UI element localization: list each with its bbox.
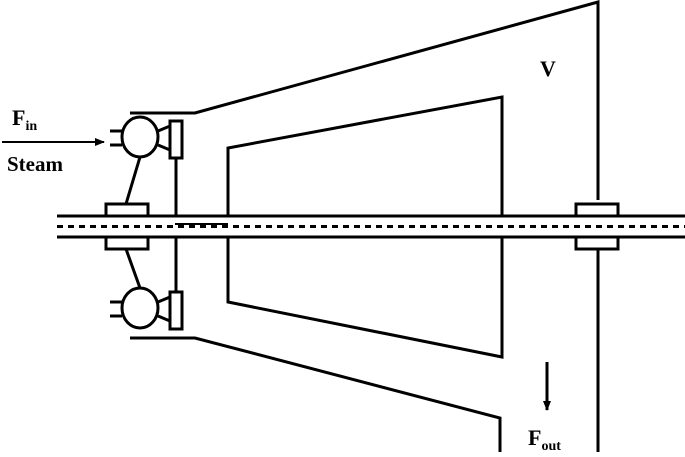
right-bearing — [574, 202, 620, 251]
flow-in-label-subscript: in — [25, 119, 37, 134]
left-bearing-upper-block — [104, 202, 150, 218]
rotor-body — [226, 95, 504, 215]
casing-lower-wall — [130, 336, 502, 452]
upper-flyball-governor — [110, 115, 184, 216]
lower-governor-linkage — [124, 248, 142, 289]
upper-governor-linkage — [124, 156, 142, 205]
right-bearing-upper-block — [574, 202, 620, 218]
upper-governor-arm-top — [157, 124, 171, 133]
flow-out-label-main: F — [528, 425, 541, 450]
left-bearing-lower-block — [104, 235, 150, 251]
right-bearing-lower-block — [574, 235, 620, 251]
rotor-body-lower — [226, 237, 504, 359]
turbine-rotor — [226, 95, 504, 359]
turbine-casing — [130, 0, 600, 452]
lower-governor-ball — [120, 286, 160, 330]
lower-governor-arm-top — [157, 295, 171, 304]
turbine-shaft — [57, 214, 685, 239]
lower-governor-arm-bottom — [157, 314, 171, 323]
lower-control-valve — [168, 290, 184, 331]
upper-control-valve — [168, 119, 184, 160]
volume-label: V — [540, 56, 556, 81]
flow-in-label: Fin — [12, 105, 37, 134]
steam-label: Steam — [7, 152, 63, 176]
casing-upper-wall — [130, 0, 600, 200]
upper-governor-ball — [120, 115, 160, 159]
flow-out-label-subscript: out — [541, 439, 561, 454]
lower-flyball-governor — [110, 237, 184, 331]
flow-in-label-main: F — [12, 105, 25, 130]
flow-out-label: Fout — [528, 425, 561, 454]
upper-governor-arm-bottom — [157, 143, 171, 152]
